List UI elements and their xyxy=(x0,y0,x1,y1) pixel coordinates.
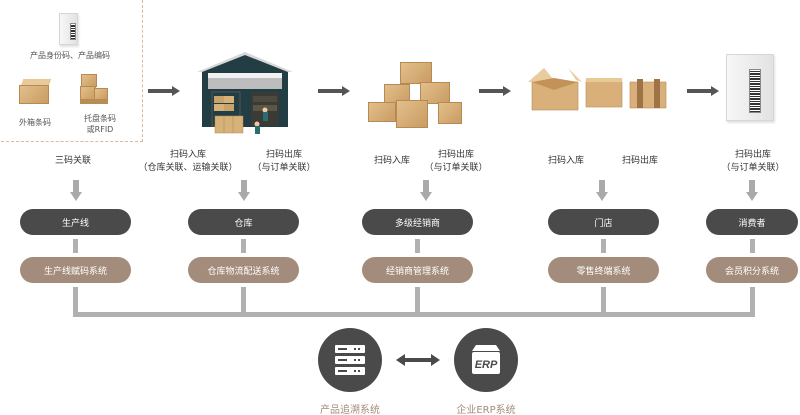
connector-line xyxy=(73,239,78,253)
bus-stem xyxy=(73,287,78,317)
step-label-line: （仓库关联、运输关联） xyxy=(138,163,238,173)
erp-system-circle: ERP xyxy=(454,328,518,392)
step-label: 扫码出库 （与订单关联） xyxy=(420,149,492,175)
source-codes-box xyxy=(1,0,143,142)
down-arrow-icon xyxy=(238,180,250,202)
erp-box-icon: ERP xyxy=(472,345,500,374)
connector-line xyxy=(415,239,420,253)
step-label: 三码关联 xyxy=(40,155,106,168)
connector-line xyxy=(750,239,755,253)
product-package-barcode-icon xyxy=(726,54,774,121)
bus-stem xyxy=(241,287,246,317)
system-distributor-management: 经销商管理系统 xyxy=(362,257,473,283)
product-package-barcode-icon xyxy=(59,13,78,45)
traceability-system-circle xyxy=(318,328,382,392)
bidirectional-arrow-icon xyxy=(396,354,440,366)
step-label-line: 扫码入库 xyxy=(373,156,410,166)
node-store: 门店 xyxy=(548,209,659,235)
pallet-barcode-label-line1: 托盘条码 xyxy=(84,114,116,123)
open-boxes-icon xyxy=(524,64,670,112)
down-arrow-icon xyxy=(420,180,432,202)
bus-stem xyxy=(750,287,755,317)
step-label: 扫码出库 （与订单关联） xyxy=(715,149,791,175)
down-arrow-icon xyxy=(596,180,608,202)
carton-box-icon xyxy=(19,79,52,104)
pallet-barcode-label-line2: 或RFID xyxy=(86,125,114,134)
step-label-line: 扫码出库 xyxy=(437,150,474,160)
flow-arrow-icon xyxy=(148,86,181,96)
step-label-line: （与订单关联） xyxy=(252,163,316,173)
pallet-boxes-icon xyxy=(80,74,108,106)
step-label-line: （与订单关联） xyxy=(424,163,488,173)
bus-stem xyxy=(601,287,606,317)
step-label: 扫码出库 （与订单关联） xyxy=(248,149,320,175)
node-warehouse: 仓库 xyxy=(188,209,299,235)
system-warehouse-logistics: 仓库物流配送系统 xyxy=(188,257,299,283)
down-arrow-icon xyxy=(746,180,758,202)
step-label-line: 扫码入库 xyxy=(547,156,584,166)
server-stack-icon xyxy=(335,345,365,375)
step-label-line: （与订单关联） xyxy=(721,163,785,173)
connector-line xyxy=(601,239,606,253)
system-retail-terminal: 零售终端系统 xyxy=(548,257,659,283)
traceability-system-label: 产品追溯系统 xyxy=(320,405,380,415)
product-code-label: 产品身份码、产品编码 xyxy=(30,51,110,60)
step-label: 扫码入库 xyxy=(536,155,596,168)
node-consumer: 消费者 xyxy=(706,209,798,235)
flow-arrow-icon xyxy=(479,86,512,96)
node-production-line: 生产线 xyxy=(20,209,131,235)
step-label-line: 扫码出库 xyxy=(734,150,771,160)
step-label: 扫码出库 xyxy=(610,155,670,168)
step-label: 扫码入库 （仓库关联、运输关联） xyxy=(132,149,244,175)
carton-barcode-label: 外箱条码 xyxy=(19,118,51,127)
pallet-barcode-label: 托盘条码 或RFID xyxy=(75,113,125,135)
flow-arrow-icon xyxy=(318,86,351,96)
stacked-boxes-icon xyxy=(368,60,463,128)
connector-line xyxy=(241,239,246,253)
step-label: 扫码入库 xyxy=(362,155,422,168)
step-label-line: 三码关联 xyxy=(54,156,91,166)
erp-badge-text: ERP xyxy=(475,359,498,371)
warehouse-icon xyxy=(195,50,295,135)
bus-stem xyxy=(415,287,420,317)
system-member-points: 会员积分系统 xyxy=(706,257,798,283)
bus-line xyxy=(73,312,755,317)
step-label-line: 扫码出库 xyxy=(265,150,302,160)
system-production-coding: 生产线赋码系统 xyxy=(20,257,131,283)
flow-arrow-icon xyxy=(687,86,720,96)
step-label-line: 扫码出库 xyxy=(621,156,658,166)
node-distributor: 多级经销商 xyxy=(362,209,473,235)
down-arrow-icon xyxy=(70,180,82,202)
erp-system-label: 企业ERP系统 xyxy=(456,405,516,415)
step-label-line: 扫码入库 xyxy=(169,150,206,160)
